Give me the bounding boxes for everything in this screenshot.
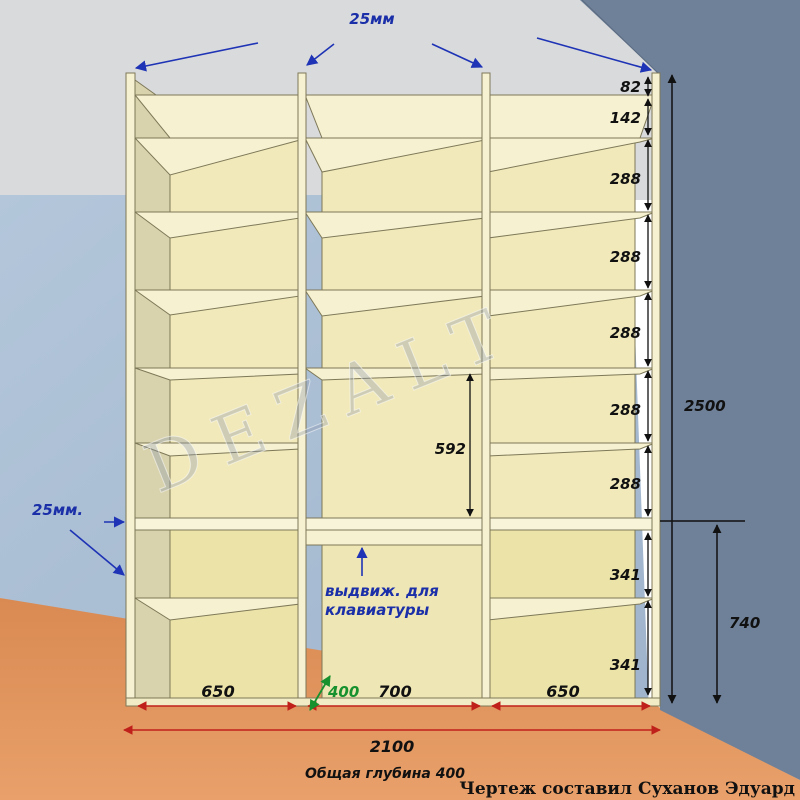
arrow-to-left-panel — [134, 42, 259, 72]
shelving-unit — [125, 72, 661, 707]
right-wall — [580, 0, 800, 780]
arrow-to-left-panel-low — [69, 529, 125, 576]
width-middle-bay-label: 700 — [378, 682, 411, 701]
depth-arrow — [309, 675, 331, 711]
keyboard-note-line2: клавиатуры — [325, 601, 430, 619]
arrow-to-divider-2 — [431, 43, 484, 68]
divider-panel-2 — [481, 72, 491, 706]
dim-288-4: 288 — [610, 401, 641, 419]
overall-height-dimensions — [660, 74, 745, 704]
right-bay-shelves — [487, 94, 656, 621]
dim-592: 592 — [435, 440, 466, 458]
shelf-height-dimensions — [466, 76, 652, 696]
panel-thickness-top-label: 25мм — [349, 10, 394, 28]
right-side-panel — [651, 72, 661, 706]
dim-142: 142 — [610, 109, 641, 127]
width-left-bay-label: 650 — [201, 682, 234, 701]
depth-label: 400 — [327, 683, 359, 701]
total-width-label: 2100 — [370, 737, 415, 756]
dim-288-3: 288 — [610, 324, 641, 342]
dim-288-1: 288 — [610, 170, 641, 188]
thickness-arrows — [69, 37, 653, 576]
dim-288-5: 288 — [610, 475, 641, 493]
bay-interior — [321, 544, 483, 706]
dim-341-2: 341 — [610, 656, 641, 674]
width-right-bay-label: 650 — [546, 682, 579, 701]
dim-288-2: 288 — [610, 248, 641, 266]
total-depth-note: Общая глубина 400 — [305, 766, 465, 782]
keyboard-tray — [304, 527, 483, 546]
total-height-label: 2500 — [684, 397, 726, 415]
arrow-to-right-panel — [536, 37, 653, 73]
arrow-to-divider-1 — [306, 43, 335, 66]
left-side-panel — [125, 72, 136, 706]
dim-82: 82 — [620, 78, 641, 96]
desk-top — [125, 517, 661, 531]
author-signature: Чертеж составил Суханов Эдуард — [459, 779, 795, 799]
dim-341-1: 341 — [610, 566, 641, 584]
keyboard-note-line1: выдвиж. для — [325, 582, 439, 600]
desk-height-label: 740 — [729, 614, 760, 632]
panel-thickness-left-label: 25мм. — [32, 501, 83, 519]
width-dimensions — [123, 701, 661, 735]
